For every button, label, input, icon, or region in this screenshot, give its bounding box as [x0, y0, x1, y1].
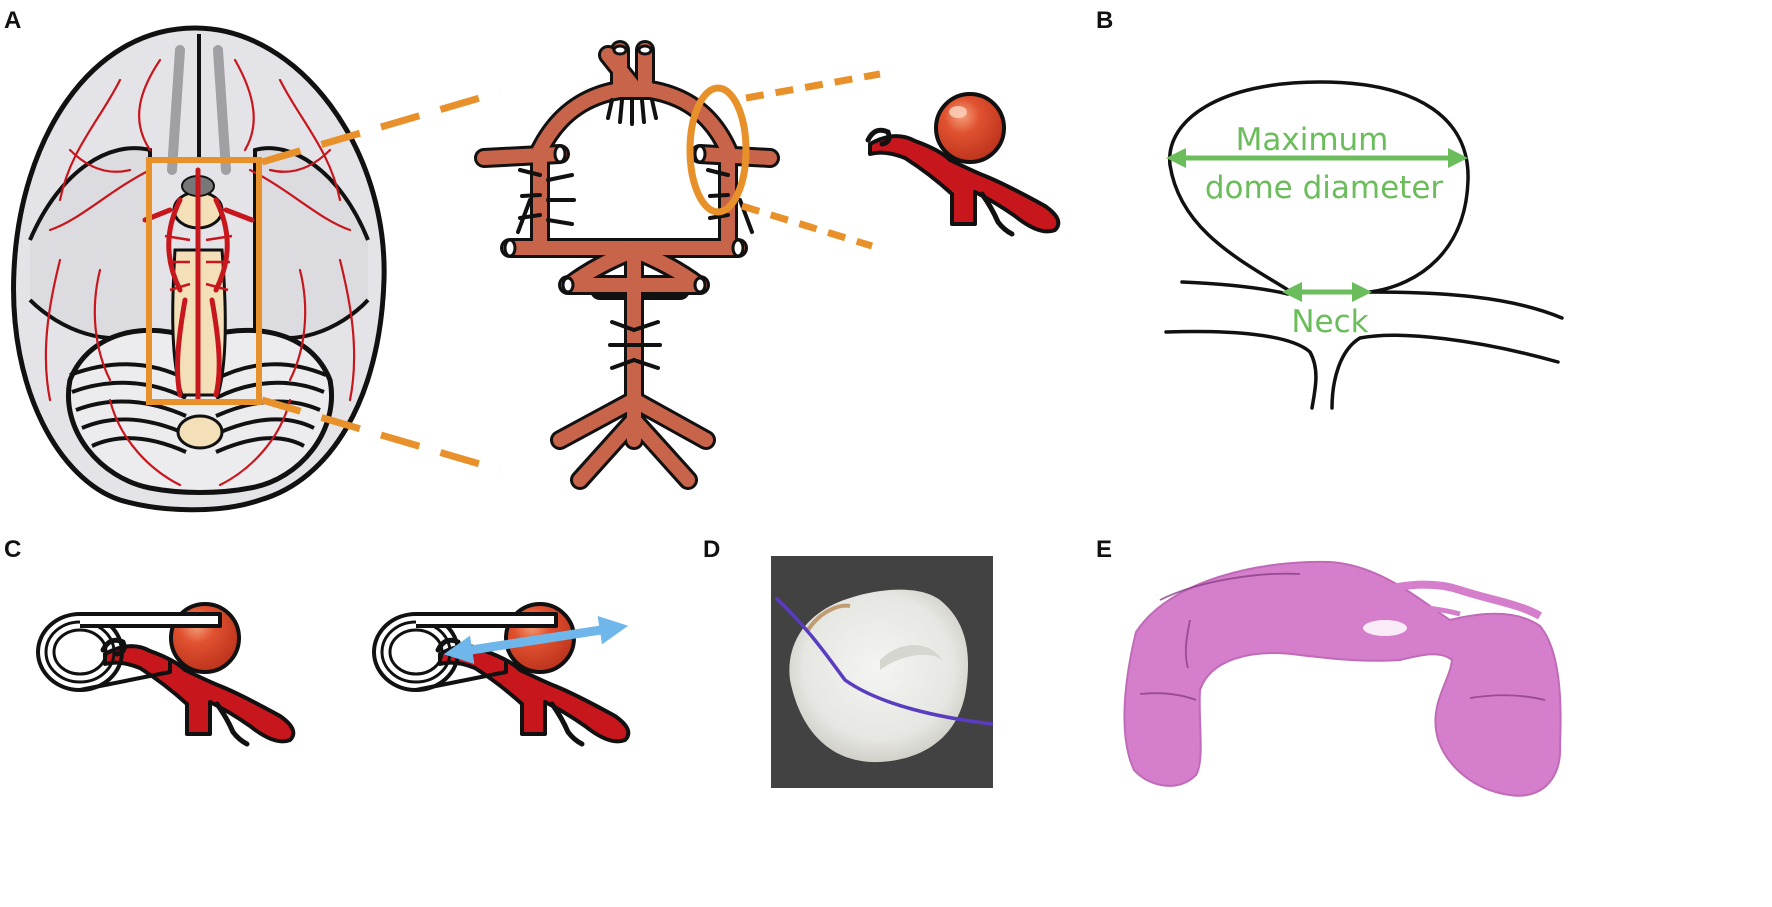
dome-label-line1: Maximum: [1236, 122, 1389, 158]
cortical-arteries: [44, 58, 356, 487]
aneurysm-icon: [868, 94, 1058, 234]
brain-base-illustration-icon: [11, 25, 387, 513]
panel-d-label: D: [703, 536, 720, 563]
panel-a-label: A: [4, 7, 21, 34]
panel-b: B Maximum dome diameter Neck: [1096, 7, 1564, 410]
neck-label: Neck: [1291, 304, 1368, 340]
brainstem-branches: [164, 234, 233, 292]
panel-e: E: [1096, 536, 1562, 797]
panel-d: D: [703, 536, 994, 788]
panel-c-label: C: [4, 536, 21, 563]
specimen-photo-icon: [771, 556, 994, 788]
histology-section-icon: [1123, 560, 1562, 797]
panel-e-label: E: [1096, 536, 1112, 563]
incision-arrow: [443, 615, 629, 665]
circle-of-willis-icon: [474, 40, 780, 490]
aneurysm-schematic: [1164, 80, 1564, 410]
zoom-line-ellipse-bottom: [740, 202, 874, 250]
zoom-line-ellipse-top: [745, 70, 881, 102]
dome-label-line2: dome diameter: [1205, 170, 1444, 206]
highlight-rectangle: [146, 157, 262, 405]
zoom-line-top: [261, 88, 501, 166]
zoom-line-bottom: [261, 396, 501, 474]
highlight-ellipse: [686, 84, 750, 216]
brain-circle-of-willis: [142, 167, 255, 403]
panel-b-label: B: [1096, 7, 1113, 34]
panel-a: A: [4, 7, 1058, 513]
panel-c: C: [4, 536, 628, 744]
